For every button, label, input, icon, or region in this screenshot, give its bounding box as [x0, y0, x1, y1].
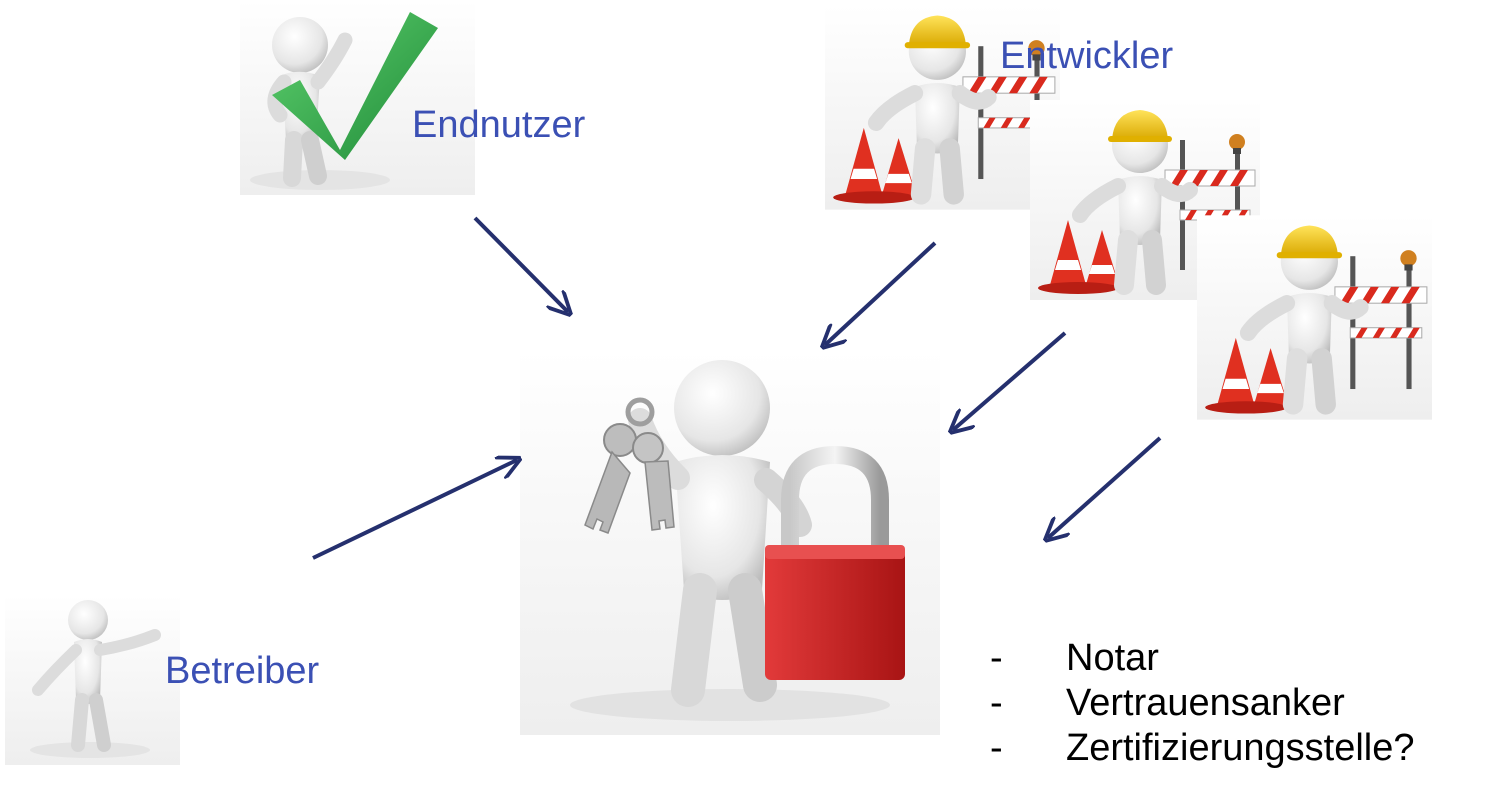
arrow-entwickler-1	[825, 241, 937, 345]
developer-3-icon	[1197, 215, 1432, 419]
arrow-betreiber	[312, 460, 517, 560]
list-bullet: -	[990, 727, 1003, 769]
arrow-entwickler-3	[1048, 436, 1162, 538]
end-user-figure-icon	[240, 0, 475, 195]
arrow-entwickler-2	[953, 331, 1067, 430]
checkmark-icon	[272, 12, 438, 160]
arrows	[312, 216, 1162, 560]
endnutzer-label: Endnutzer	[412, 104, 586, 146]
padlock-icon	[765, 445, 905, 680]
betreiber-label: Betreiber	[165, 650, 320, 692]
entwickler-label: Entwickler	[1000, 35, 1174, 77]
list-item-text: Zertifizierungsstelle?	[1066, 727, 1415, 769]
trust-anchor-list: - Notar - Vertrauensanker - Zertifizierungs…	[990, 636, 1414, 771]
arrow-endnutzer	[473, 216, 568, 312]
list-item: - Vertrauensanker	[990, 681, 1414, 726]
list-bullet: -	[990, 637, 1003, 679]
list-item-text: Notar	[1066, 637, 1159, 679]
list-item: - Notar	[990, 636, 1414, 681]
keys-icon	[584, 397, 675, 534]
keyholder-figure-icon	[520, 350, 940, 735]
list-bullet: -	[990, 682, 1003, 724]
operator-figure-icon	[5, 595, 180, 765]
list-item-text: Vertrauensanker	[1066, 682, 1345, 724]
list-item: - Zertifizierungsstelle?	[990, 726, 1414, 771]
